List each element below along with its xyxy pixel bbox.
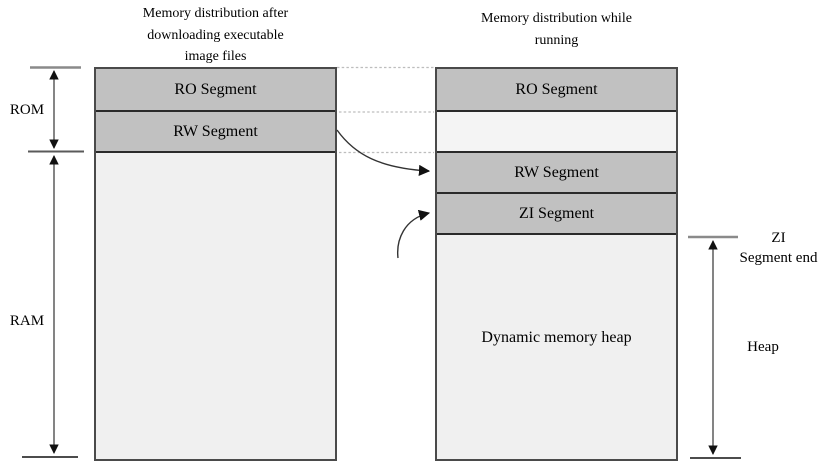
dynamic-memory-heap-region: Dynamic memory heap <box>437 235 676 459</box>
right-rw-segment-label: RW Segment <box>514 163 599 181</box>
ram-label: RAM <box>9 313 45 329</box>
right-column-title: Memory distribution while running <box>435 8 678 51</box>
right-ro-segment-label: RO Segment <box>515 80 598 98</box>
right-title-line-1: Memory distribution while <box>481 11 632 26</box>
left-empty-ram-region <box>96 153 335 459</box>
left-rw-segment-label: RW Segment <box>173 122 258 140</box>
left-title-line-3: image files <box>184 49 247 64</box>
left-rw-segment: RW Segment <box>96 112 335 153</box>
zi-end-line-2: Segment end <box>739 250 818 266</box>
right-title-line-2: running <box>534 32 579 48</box>
left-ro-segment-label: RO Segment <box>174 80 257 98</box>
right-rw-segment: RW Segment <box>437 153 676 194</box>
left-title-line-1: Memory distribution after <box>142 6 289 21</box>
rw-relocation-arrow <box>336 129 431 176</box>
right-zi-segment: ZI Segment <box>437 194 676 235</box>
zi-placement-arrow <box>397 209 431 259</box>
left-ro-segment: RO Segment <box>96 69 335 112</box>
heap-region-label: Dynamic memory heap <box>481 329 632 346</box>
heap-extent-label: Heap <box>747 339 779 355</box>
right-zi-segment-label: ZI Segment <box>518 204 595 222</box>
left-title-line-2: downloading executable <box>147 27 284 43</box>
zi-end-line-1: ZI <box>771 230 786 246</box>
memory-box-after-download: RO Segment RW Segment <box>94 67 337 461</box>
right-ro-segment: RO Segment <box>437 69 676 112</box>
rom-label: ROM <box>9 102 45 118</box>
left-column-title: Memory distribution after downloading ex… <box>94 3 337 68</box>
memory-box-while-running: RO Segment RW Segment ZI Segment Dynamic… <box>435 67 678 461</box>
zi-segment-end-label: ZI Segment end <box>731 228 826 268</box>
right-unused-gap-region <box>437 112 676 153</box>
